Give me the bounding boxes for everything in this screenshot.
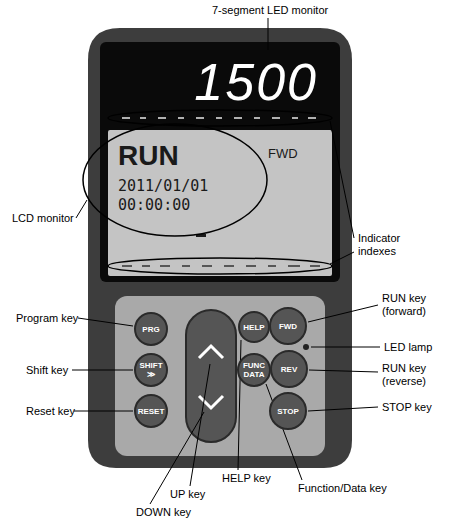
key-label: STOP — [277, 407, 299, 416]
program-key: PRG — [134, 312, 168, 346]
keypad-panel — [115, 296, 325, 456]
key-label: FWD — [279, 322, 297, 331]
callout-label: HELP key — [222, 472, 271, 485]
callout-label: RUN key (reverse) — [382, 362, 444, 388]
callout-label: Program key — [16, 312, 78, 325]
shift-key: SHIFT≫ — [134, 353, 168, 387]
callout-label: Shift key — [26, 364, 68, 377]
key-label: ≫ — [147, 370, 155, 379]
help-key: HELP — [238, 311, 270, 343]
stop-key: STOP — [269, 392, 307, 430]
reset-key: RESET — [134, 394, 168, 428]
callout-label: UP key — [170, 488, 205, 501]
lcd-panel — [108, 130, 332, 276]
callout-label: Function/Data key — [298, 482, 387, 495]
keypad-housing — [88, 28, 352, 468]
function-data-key: FUNC DATA — [237, 353, 271, 387]
callout-label: 7-segment LED monitor — [212, 4, 328, 17]
callout-label: LCD monitor — [12, 212, 74, 225]
lcd-text: 00:00:00 — [118, 197, 190, 214]
up-down-key — [186, 310, 236, 442]
callout-label: RUN key (forward) — [382, 292, 444, 318]
leader-lines — [72, 18, 380, 504]
led-display: 1500 — [176, 54, 318, 110]
callout-label: Reset key — [26, 405, 75, 418]
callout-label: LED lamp — [384, 341, 432, 354]
led-lamp — [303, 344, 309, 350]
lcd-screen: RUN FWD 2011/01/01 00:00:00 — [108, 130, 332, 276]
run-reverse-key: REV — [270, 350, 308, 388]
key-label: HELP — [243, 323, 264, 332]
key-label: FUNC DATA — [241, 361, 268, 379]
callout-label: STOP key — [382, 401, 432, 414]
display-bezel — [100, 42, 340, 282]
key-label: RESET — [138, 407, 165, 416]
lcd-text: 2011/01/01 — [118, 178, 208, 195]
key-label: REV — [281, 365, 297, 374]
bottom-indicator-marks — [122, 265, 320, 267]
run-forward-key: FWD — [269, 307, 307, 345]
top-indicator-marks — [122, 117, 316, 119]
key-label: PRG — [142, 325, 159, 334]
lcd-text: RUN — [118, 140, 179, 172]
highlight-ellipses — [83, 110, 332, 274]
callout-label: Indicator indexes — [358, 232, 420, 258]
up-chevron — [199, 346, 223, 358]
lcd-text: FWD — [268, 146, 298, 161]
callout-label: DOWN key — [136, 506, 191, 519]
key-label: SHIFT — [139, 361, 162, 370]
segment-readout: 1500 — [194, 53, 318, 111]
